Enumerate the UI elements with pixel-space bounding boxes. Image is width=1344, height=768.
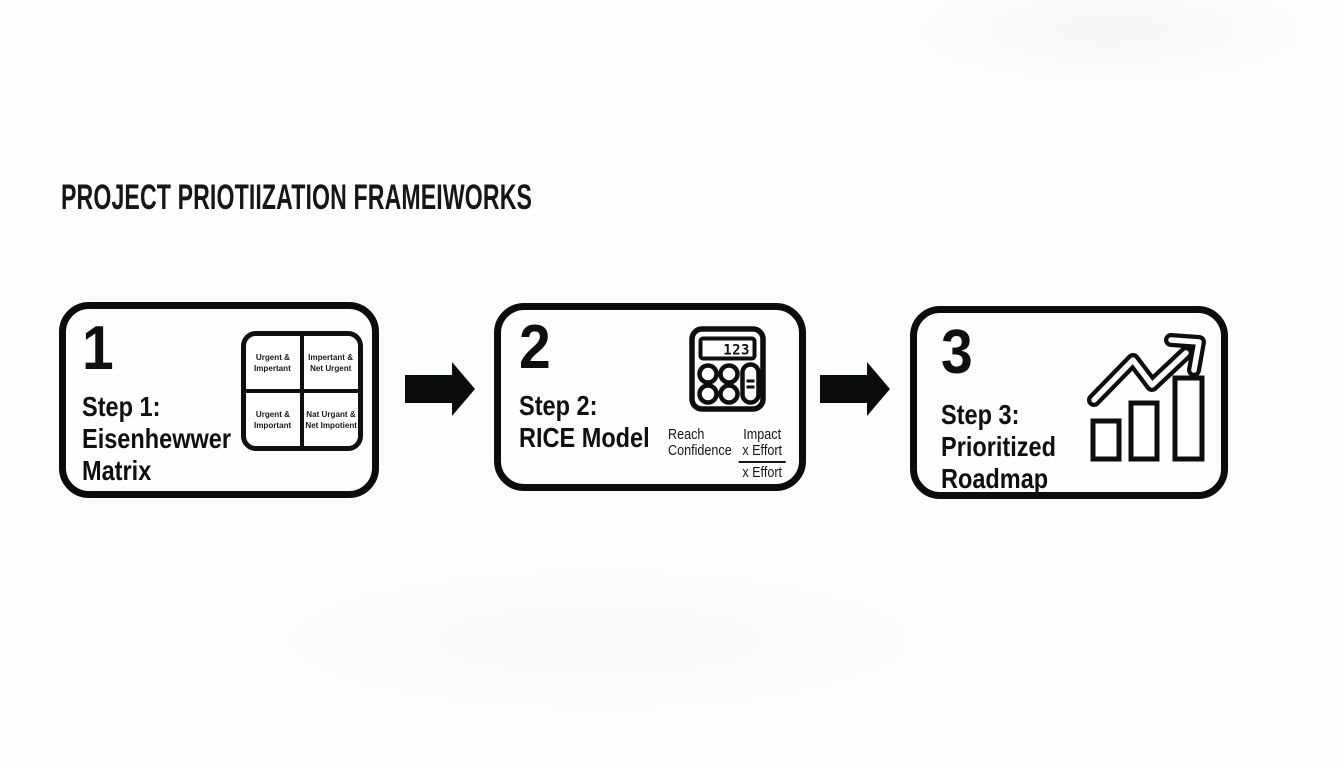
rice-formula-x-effort-denominator: x Effort — [742, 464, 783, 481]
step-2-label-line: Step 2: — [519, 390, 598, 421]
step-1-label-line: Step 1: — [82, 391, 161, 422]
rice-formula-left: Reach Confidence — [668, 427, 732, 459]
step-1-card: 1 Step 1: Eisenhewwer Matrix Urgent & Im… — [59, 302, 379, 498]
step-2-label: Step 2: RICE Model — [519, 390, 650, 454]
rice-formula-confidence: Confidence — [668, 442, 732, 459]
growth-chart-icon — [1087, 333, 1206, 462]
step-3-card: 3 Step 3: Prioritized Roadmap — [910, 306, 1228, 499]
rice-formula-impact: Impact — [743, 426, 782, 443]
bar-large — [1172, 375, 1205, 462]
eisenhower-matrix-icon: Urgent & Impertant Impertant & Net Urgen… — [241, 331, 363, 451]
bar-medium — [1128, 400, 1160, 462]
bar-small — [1090, 418, 1122, 462]
quadrant-label-line: Net Urgent — [310, 362, 352, 373]
step-1-label-line: Eisenhewwer — [82, 423, 232, 454]
step-2-number: 2 — [519, 313, 551, 382]
quadrant-label-line: Impertant & — [308, 351, 354, 362]
quadrant-label-line: Net Impotient — [305, 419, 357, 430]
matrix-quadrant-not-urgent-not-important: Nat Urgant & Net Impotient — [301, 391, 358, 446]
trend-arrow — [1087, 333, 1206, 407]
rice-formula-reach: Reach — [668, 426, 705, 443]
step-3-number: 3 — [941, 318, 973, 387]
quadrant-label-line: Impertant — [254, 362, 292, 373]
step-2-label-line: RICE Model — [519, 422, 650, 453]
arrow-right-icon — [405, 362, 475, 416]
background-smudge — [250, 560, 950, 720]
calculator-display-value: 123 — [723, 343, 750, 359]
background-smudge — [900, 0, 1320, 90]
rice-formula-x-effort-numerator: x Effort — [738, 443, 786, 463]
step-1-label: Step 1: Eisenhewwer Matrix — [82, 391, 231, 487]
matrix-quadrant-urgent-important: Urgent & Impertant — [246, 336, 302, 391]
page-title: PROJECT PRIOTIIZATION FRAMEIWORKS — [61, 178, 533, 217]
step-3-label-line: Roadmap — [941, 463, 1049, 494]
quadrant-label-line: Important — [254, 419, 292, 430]
step-2-card: 2 Step 2: RICE Model 123 Reach Confidenc… — [494, 303, 806, 491]
quadrant-label-line: Urgent & — [255, 408, 290, 419]
step-3-label-line: Prioritized — [941, 431, 1057, 462]
arrow-right-icon — [820, 362, 890, 416]
rice-formula-fraction: Impact x Effort x Effort — [737, 427, 787, 481]
step-1-number: 1 — [82, 314, 114, 383]
quadrant-label-line: Urgent & — [255, 351, 290, 362]
matrix-quadrant-urgent-important-2: Urgent & Important — [246, 391, 302, 446]
matrix-quadrant-important-not-urgent: Impertant & Net Urgent — [301, 336, 358, 391]
step-3-label: Step 3: Prioritized Roadmap — [941, 399, 1056, 495]
calculator-icon: 123 — [689, 326, 766, 412]
step-3-label-line: Step 3: — [941, 399, 1020, 430]
step-1-label-line: Matrix — [82, 455, 152, 486]
quadrant-label-line: Nat Urgant & — [306, 408, 356, 419]
